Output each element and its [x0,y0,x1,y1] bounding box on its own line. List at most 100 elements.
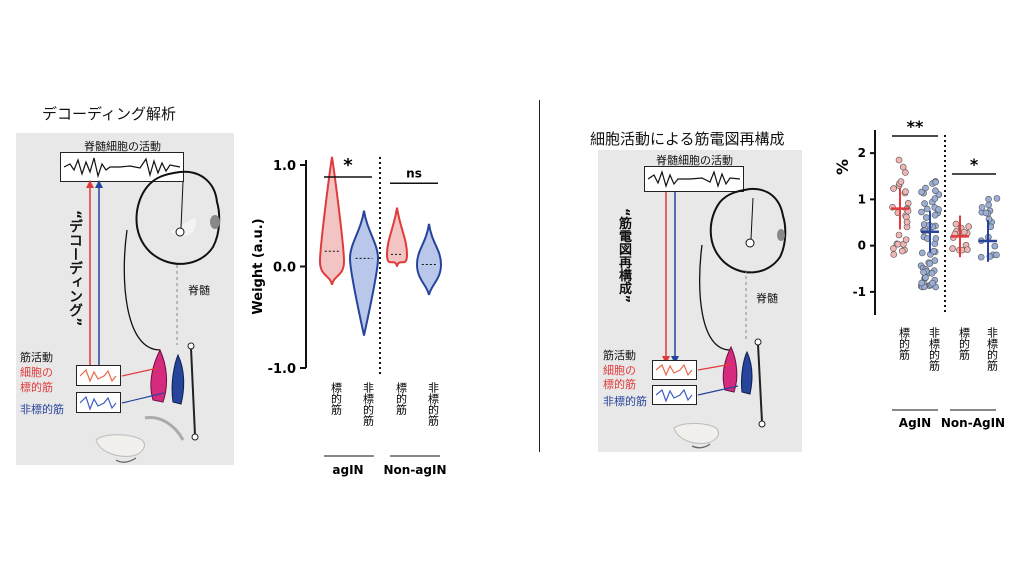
left-spinal-cord-section [135,170,221,265]
data-point [921,200,928,207]
left-cell-target-label-1: 細胞の [20,366,53,379]
data-point [898,247,906,255]
data-point [902,236,910,243]
left-title: デコーディング解析 [42,105,176,123]
data-point [931,211,939,219]
right-muscle-activity-label: 筋活動 [603,349,636,362]
data-point [918,249,926,257]
data-point [931,257,939,264]
data-point [894,240,902,248]
data-point [964,246,971,253]
right-spinal-cord-section [709,187,787,274]
data-point [982,209,990,217]
right-paw-icon [673,423,719,449]
violin-chart: 1.00.0-1.0Weight (a.u.)*ns標的筋非標的筋標的筋非標的筋… [251,155,447,477]
data-point [931,195,939,202]
data-point [930,247,938,255]
data-point [899,163,907,171]
data-point [890,245,897,252]
data-point [929,279,936,287]
right-reconstruct-quote: “筋電図再構成” [616,208,631,304]
category-label: 標的筋 [330,381,343,416]
left-spike-trace [60,152,184,182]
data-point [928,269,936,277]
data-point [985,195,992,203]
y-tick-label: 0 [858,239,866,253]
data-point [977,253,985,261]
y-tick-label: 2 [858,146,866,160]
sig-label: ** [907,117,924,136]
violin [348,210,380,336]
y-tick-label: 1 [858,192,866,206]
y-tick-label: -1.0 [268,362,296,377]
data-point [926,260,934,267]
group-label: agIN [332,463,363,477]
data-point [890,185,897,192]
right-title: 細胞活動による筋電図再構成 [590,130,785,148]
left-paw-icon [95,434,145,463]
group-label: Non-AgIN [941,416,1005,430]
left-emg-traces [76,365,165,413]
panel-divider [539,100,540,452]
right-arrows [662,192,679,364]
right-spinal-cord-label: 脊髄 [756,292,778,305]
category-label: 非標的筋 [362,382,375,427]
data-point [985,215,993,223]
y-tick-label: 1.0 [273,159,296,174]
right-emg-traces [652,360,739,405]
left-diagram-panel [16,133,234,465]
data-point [904,200,912,207]
violin [415,223,443,296]
group-label: Non-agIN [383,463,446,477]
data-point [923,214,930,221]
data-point [952,220,960,228]
y-tick-label: 0.0 [273,261,296,276]
violin [318,156,346,286]
category-label: 非標的筋 [427,382,440,427]
sig-label: * [343,155,353,176]
data-point [890,251,898,258]
sig-label: * [970,155,979,174]
data-point [918,208,925,216]
category-label: 非標的筋 [986,327,999,372]
y-tick-label: -1 [853,285,866,299]
y-axis-label: % [833,159,852,175]
data-point [923,205,931,213]
data-point [932,235,940,242]
left-decoding-quote: “デコーディング” [67,210,83,327]
data-point [985,201,992,209]
data-point [949,245,956,252]
data-point [991,242,999,250]
right-spinal-activity-label: 脊髄細胞の活動 [656,154,733,167]
data-point [918,279,925,287]
left-non-target-label: 非標的筋 [20,403,64,416]
data-point [935,206,942,213]
group-label: AgIN [899,416,931,430]
right-cell-target-label-1: 細胞の [603,364,636,377]
right-cell-target-label-2: 標的筋 [603,378,636,391]
data-point [993,195,1001,202]
left-limb-diagram [123,229,199,441]
violin [385,207,409,267]
data-point [978,204,986,211]
data-point [918,188,925,196]
left-muscle-activity-label: 筋活動 [20,351,53,364]
sig-label: ns [406,166,422,180]
data-point [903,218,911,226]
data-point [895,231,903,239]
data-point [902,188,909,196]
data-point [920,269,927,276]
category-label: 非標的筋 [928,327,941,372]
category-label: 標的筋 [898,326,911,361]
data-point [965,223,972,230]
right-limb-diagram [698,244,766,428]
data-point [960,228,968,236]
left-spinal-activity-label: 脊髄細胞の活動 [84,140,161,153]
right-non-target-label: 非標的筋 [603,395,647,408]
data-point [932,187,939,195]
data-point [895,156,903,164]
category-label: 標的筋 [958,326,971,361]
data-point [897,178,905,185]
category-label: 標的筋 [395,381,408,416]
